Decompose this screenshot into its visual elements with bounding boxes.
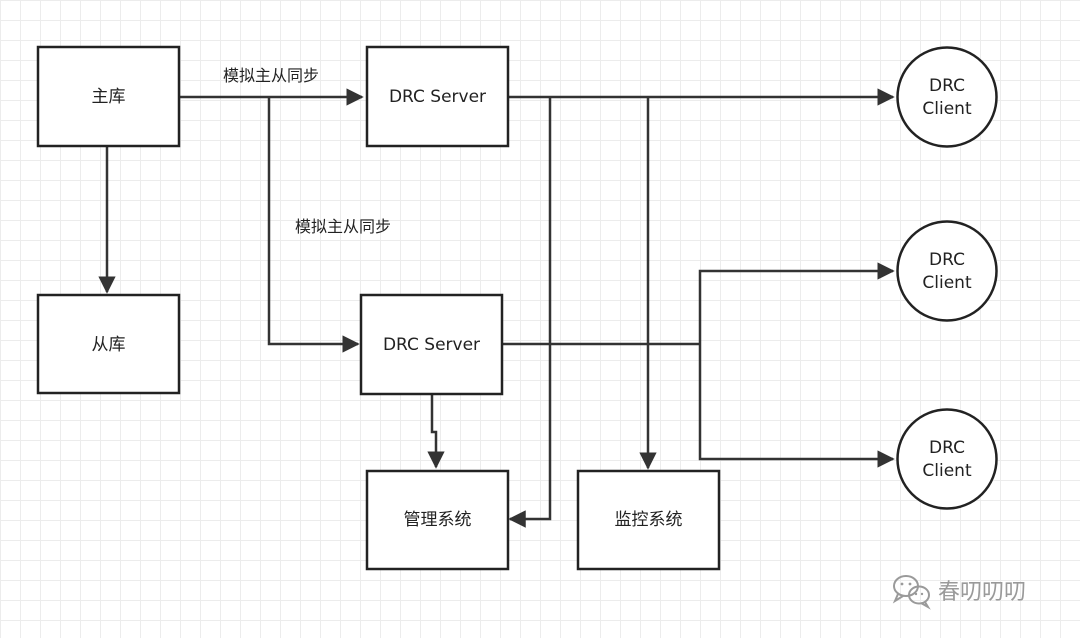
node-drc-server-2: DRC Server — [359, 293, 504, 396]
node-label-line-1: DRC — [929, 438, 965, 458]
watermark: 春叨叨叨 — [892, 575, 1026, 610]
node-management-system: 管理系统 — [365, 469, 510, 571]
edge-label-sync-1: 模拟主从同步 — [223, 66, 319, 85]
edge-drc-server-1-to-management — [508, 97, 552, 528]
node-label: 监控系统 — [615, 510, 683, 530]
edge-master-to-drc-server-2 — [267, 97, 360, 353]
node-label: DRC Server — [383, 335, 480, 355]
node-label-line-2: Client — [922, 273, 972, 293]
node-label: DRC Server — [389, 87, 486, 107]
node-label-line-2: Client — [922, 461, 972, 481]
node-label: 从库 — [92, 335, 126, 355]
wechat-icon — [892, 575, 931, 610]
node-monitoring-system: 监控系统 — [576, 469, 721, 571]
node-drc-client-2: DRC Client — [896, 220, 998, 322]
node-drc-client-1: DRC Client — [896, 46, 998, 148]
node-label: 主库 — [92, 87, 126, 107]
node-slave-db: 从库 — [36, 293, 181, 395]
edge-drc-server-2-to-client-2 — [698, 262, 895, 344]
watermark-text: 春叨叨叨 — [938, 580, 1026, 605]
node-label-line-2: Client — [922, 99, 972, 119]
edge-drc-server-2-to-management — [427, 394, 445, 469]
node-drc-client-3: DRC Client — [896, 408, 998, 510]
node-label: 管理系统 — [404, 510, 472, 530]
node-label-line-1: DRC — [929, 250, 965, 270]
edges — [98, 88, 895, 528]
edge-drc-server-2-to-client-3 — [698, 344, 895, 468]
edge-label-sync-2: 模拟主从同步 — [295, 217, 391, 236]
node-label-line-1: DRC — [929, 76, 965, 96]
node-drc-server-1: DRC Server — [365, 45, 510, 148]
node-master-db: 主库 — [36, 45, 181, 148]
